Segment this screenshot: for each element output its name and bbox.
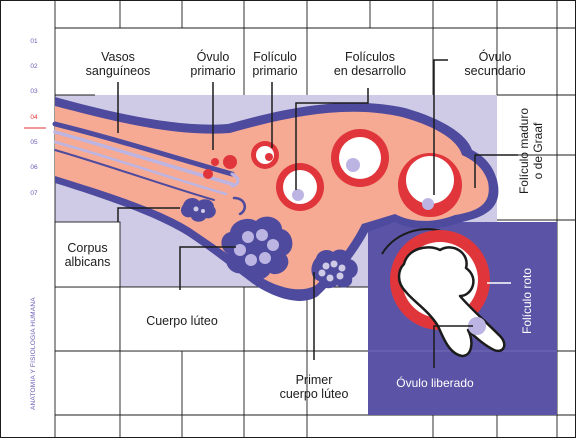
- label-ovulo-secundario: Óvulo secundario: [450, 50, 540, 78]
- label-foliculo-maduro: Folículo maduro o de Graaf: [517, 96, 545, 206]
- ovum-primario-dot-3: [203, 169, 213, 179]
- sidebar-number-01: 01: [24, 38, 44, 45]
- label-foliculos-desarrollo: Folículos en desarrollo: [320, 50, 420, 78]
- label-vasos-sanguineos: Vasos sanguíneos: [70, 50, 166, 78]
- sidebar-number-04: 04: [24, 114, 44, 121]
- sidebar-vertical-caption: ANATOMIA Y FISIOLOGIA HUMANA: [30, 297, 37, 410]
- ovum-primario-dot-2: [223, 155, 237, 169]
- primary-follicle: [251, 141, 279, 169]
- label-corpus-albicans: Corpus albicans: [55, 241, 120, 269]
- developing-follicle-1: [276, 163, 324, 211]
- sidebar-number-02: 02: [24, 63, 44, 70]
- secondary-ovum-follicle: [398, 153, 462, 217]
- sidebar-number-07: 07: [24, 190, 44, 197]
- sidebar-number-03: 03: [24, 88, 44, 95]
- sidebar-number-05: 05: [24, 139, 44, 146]
- label-primer-cuerpo-luteo: Primer cuerpo lúteo: [264, 373, 364, 401]
- label-ovulo-primario: Óvulo primario: [178, 50, 248, 78]
- ovum-primario-dot-1: [211, 158, 219, 166]
- label-foliculo-roto: Folículo roto: [520, 268, 534, 334]
- developing-follicle-2: [331, 129, 389, 187]
- label-foliculo-primario: Folículo primario: [240, 50, 310, 78]
- label-ovulo-liberado: Óvulo liberado: [380, 376, 490, 390]
- label-cuerpo-luteo: Cuerpo lúteo: [120, 314, 244, 328]
- sidebar-number-06: 06: [24, 164, 44, 171]
